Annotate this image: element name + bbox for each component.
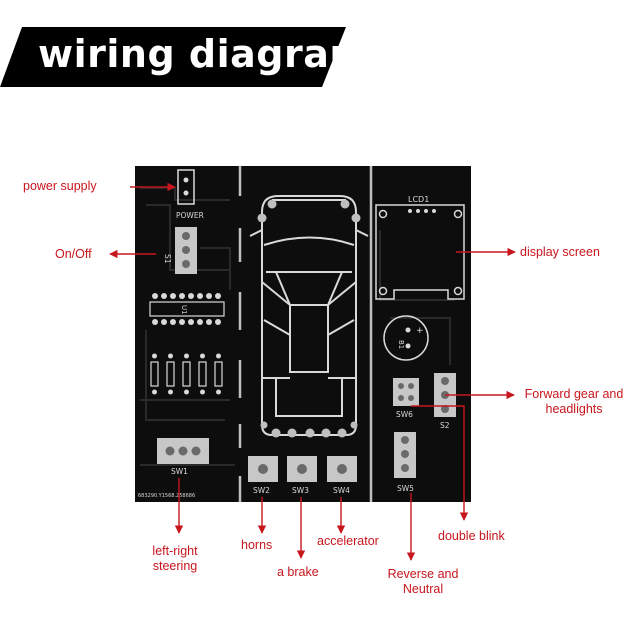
sw1-switch xyxy=(157,438,209,464)
sw1-label: SW1 xyxy=(171,467,188,476)
label-reverse-line1: Reverse and xyxy=(387,567,459,581)
label-horns: horns xyxy=(241,538,273,552)
u1-label: U1 xyxy=(180,305,188,315)
sw2-label: SW2 xyxy=(253,486,270,495)
label-forward-gear: Forward gear and headlights xyxy=(518,387,630,417)
power-header xyxy=(177,169,195,205)
sw3-label: SW3 xyxy=(292,486,309,495)
u1-chip xyxy=(149,293,225,325)
label-on-off: On/Off xyxy=(55,247,92,261)
sw2-button xyxy=(248,456,278,482)
label-left-right-line2: steering xyxy=(152,559,198,573)
s2-label: S2 xyxy=(440,421,450,430)
b1-label: B1 xyxy=(397,340,405,349)
sw4-label: SW4 xyxy=(333,486,350,495)
b1-buzzer: + xyxy=(383,315,429,361)
sw6-switch xyxy=(393,378,419,406)
sw5-switch xyxy=(394,432,416,478)
label-left-right-steering: left-right steering xyxy=(140,544,210,574)
label-forward-gear-line1: Forward gear and xyxy=(524,387,624,401)
lcd1-outline xyxy=(375,204,465,300)
s1-switch xyxy=(175,227,197,274)
arrow-double-blink xyxy=(411,405,469,521)
sw4-button xyxy=(327,456,357,482)
label-a-brake: a brake xyxy=(277,565,319,579)
label-left-right-line1: left-right xyxy=(152,544,198,558)
sw3-button xyxy=(287,456,317,482)
sw5-label: SW5 xyxy=(397,484,414,493)
resistor-array xyxy=(150,353,223,395)
power-label: POWER xyxy=(176,211,204,220)
label-reverse-neutral: Reverse and Neutral xyxy=(378,567,468,597)
label-accelerator: accelerator xyxy=(317,534,379,548)
s1-label: S1 xyxy=(163,254,172,264)
label-reverse-line2: Neutral xyxy=(402,582,444,596)
svg-text:+: + xyxy=(416,326,424,336)
sw6-label: SW6 xyxy=(396,410,413,419)
lcd1-label: LCD1 xyxy=(408,195,429,204)
diagram-title: wiring diagram xyxy=(38,32,370,76)
label-forward-gear-line2: headlights xyxy=(545,402,603,416)
title-banner xyxy=(0,27,346,87)
callout-arrows xyxy=(109,182,516,561)
label-power-supply: power supply xyxy=(23,179,97,193)
car-leds xyxy=(257,199,361,438)
label-double-blink: double blink xyxy=(438,529,505,543)
label-display-screen: display screen xyxy=(520,245,600,259)
serial-number: 683290.Y1568.258686 xyxy=(138,493,195,499)
